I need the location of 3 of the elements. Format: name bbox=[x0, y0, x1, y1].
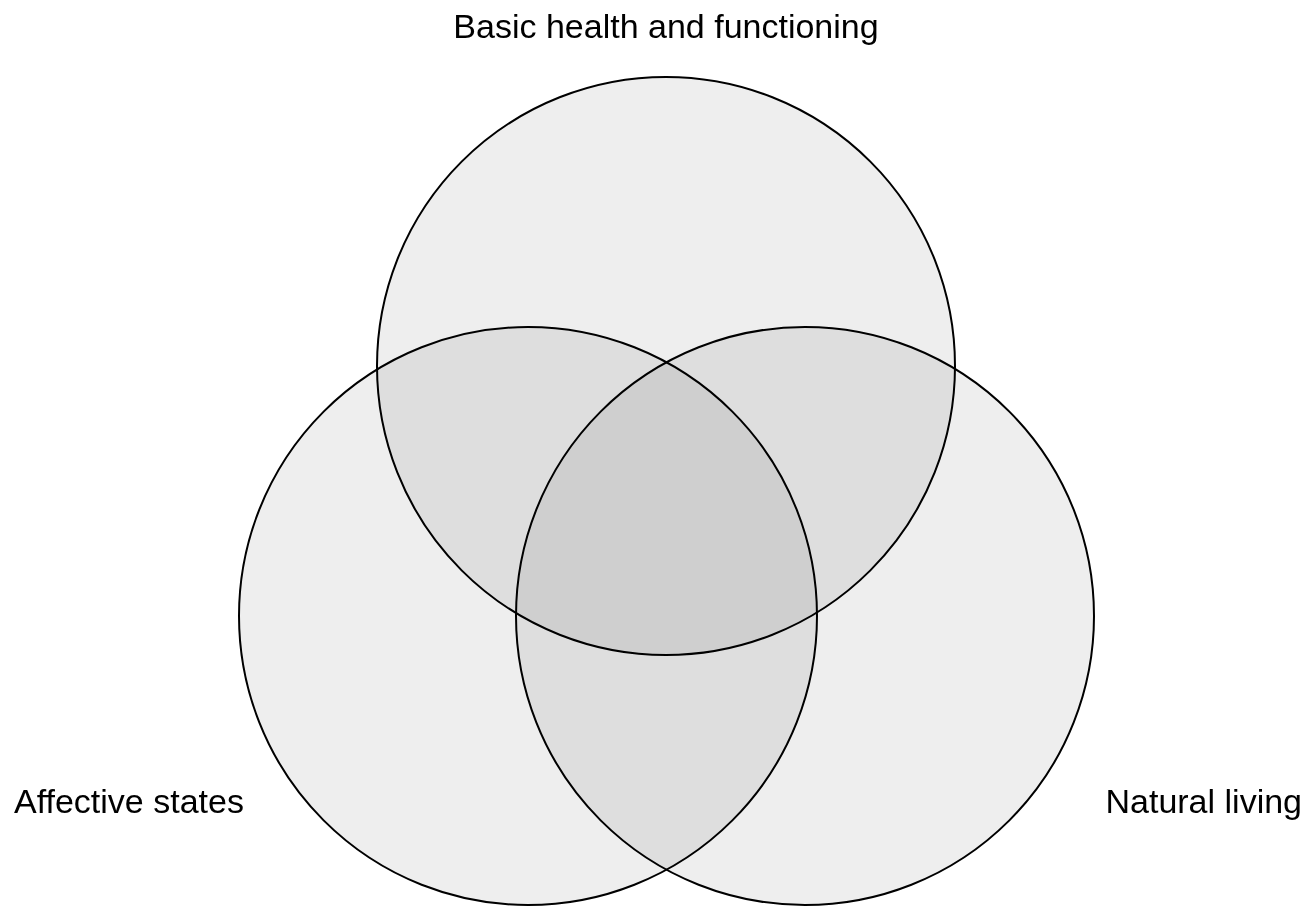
set-label: Affective states bbox=[14, 781, 244, 822]
set-label: Basic health and functioning bbox=[453, 6, 879, 47]
set-label: Natural living bbox=[1105, 781, 1302, 822]
